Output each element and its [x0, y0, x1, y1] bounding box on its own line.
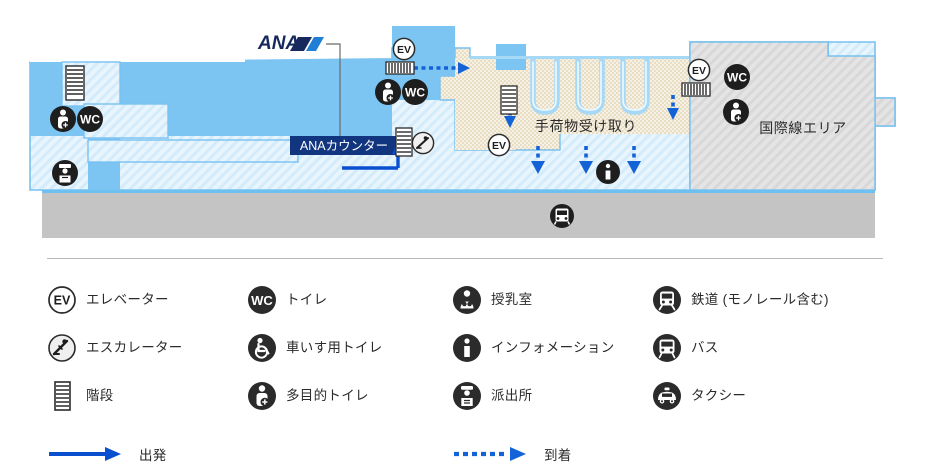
train-icon — [653, 286, 681, 314]
arrival-route-arrows — [414, 62, 679, 174]
escalator-icon — [48, 334, 76, 362]
baggage-claim-label: 手荷物受け取り — [535, 118, 637, 134]
dotted-arrow-icon — [454, 447, 526, 461]
check-in-counter-strip — [87, 139, 299, 163]
ana-counter-label: ANAカウンター — [290, 136, 398, 155]
legend-label: トイレ — [286, 292, 328, 308]
wheelchair-toilet-icon — [248, 334, 276, 362]
legend-label: 到着 — [544, 448, 572, 463]
escalator-icon — [411, 131, 435, 155]
legend-label: 多目的トイレ — [286, 388, 369, 404]
svg-text:EV: EV — [692, 65, 706, 77]
legend-item-arrival: 到着 — [452, 432, 652, 469]
wc-icon: WC — [724, 64, 750, 90]
bus-icon — [550, 204, 574, 228]
svg-text:WC: WC — [727, 71, 747, 85]
legend-item-taxi: タクシー — [652, 372, 895, 420]
map-background-cutout — [30, 22, 245, 62]
roadway-edge-line — [42, 190, 875, 193]
stairs-icon — [395, 127, 413, 157]
stairs-icon — [65, 65, 85, 101]
svg-text:EV: EV — [492, 140, 506, 152]
legend-item-wheelchair-toilet: 車いす用トイレ — [247, 324, 452, 372]
legend-item-toilet: WC トイレ — [247, 276, 452, 324]
legend-label: 鉄道 (モノレール含む) — [691, 292, 829, 308]
legend-label: タクシー — [691, 388, 747, 404]
ana-logo-leader-line — [326, 43, 341, 145]
svg-text:WC: WC — [405, 86, 425, 100]
legend-divider — [47, 258, 883, 259]
roadway-strip — [42, 192, 875, 238]
ana-logo: ANA — [257, 33, 324, 54]
legend-label: 授乳室 — [491, 292, 533, 308]
carousel-feed-line — [470, 56, 690, 59]
svg-text:WC: WC — [251, 293, 273, 308]
elevator-icon: EV — [392, 37, 416, 61]
escalator-stairs-icon — [681, 82, 711, 97]
legend-item-departure: 出発 — [47, 432, 247, 469]
bus-icon — [653, 334, 681, 362]
legend-item-information: インフォメーション — [452, 324, 652, 372]
elevator-icon: EV — [48, 286, 76, 314]
wc-icon: WC — [248, 286, 276, 314]
information-icon — [453, 334, 481, 362]
escalator-stairs-icon — [385, 61, 415, 75]
police-box-icon — [52, 160, 78, 186]
legend-label: 車いす用トイレ — [286, 340, 383, 356]
stairs-icon — [500, 85, 518, 115]
stairs-icon — [54, 381, 71, 411]
multipurpose-toilet-icon — [375, 79, 401, 105]
information-icon — [596, 160, 620, 184]
ana-counter-label-text: ANAカウンター — [300, 139, 388, 153]
legend-label: エレベーター — [86, 292, 169, 308]
legend-label: インフォメーション — [491, 340, 615, 356]
elevator-icon: EV — [687, 58, 711, 82]
taxi-icon — [653, 382, 681, 410]
legend-item-police-box: 派出所 — [452, 372, 652, 420]
legend-item-elevator: EV エレベーター — [47, 276, 247, 324]
legend-item-stairs: 階段 — [47, 372, 247, 420]
legend-label: バス — [691, 340, 719, 356]
legend-item-multipurpose-toilet: 多目的トイレ — [247, 372, 452, 420]
solid-arrow-icon — [49, 447, 121, 461]
multipurpose-toilet-icon — [248, 382, 276, 410]
legend-item-nursing-room: 授乳室 — [452, 276, 652, 324]
ana-logo-text: ANA — [257, 33, 299, 54]
legend-grid: EV エレベーター WC トイレ 授乳室 — [47, 276, 895, 420]
legend-item-escalator: エスカレーター — [47, 324, 247, 372]
legend-item-bus: バス — [652, 324, 895, 372]
legend-item-railway: 鉄道 (モノレール含む) — [652, 276, 895, 324]
baggage-carousel-highlights — [532, 61, 647, 111]
police-box-icon — [453, 382, 481, 410]
elevator-icon: EV — [487, 133, 511, 157]
legend-label: 出発 — [139, 448, 167, 463]
legend-label: 派出所 — [491, 388, 533, 404]
svg-text:EV: EV — [397, 44, 411, 56]
multipurpose-toilet-icon — [723, 99, 749, 125]
international-area-zone — [689, 41, 896, 191]
legend-label: エスカレーター — [86, 340, 183, 356]
svg-text:WC: WC — [80, 113, 100, 127]
nursing-room-icon — [453, 286, 481, 314]
map-legend: EV エレベーター WC トイレ 授乳室 — [47, 276, 895, 463]
legend-label: 階段 — [86, 388, 114, 404]
legend-arrow-row: 出発 到着 — [47, 432, 895, 469]
svg-text:EV: EV — [54, 294, 71, 308]
terminal-floor-map: ANA ANAカウンター 手荷物受け取り 国際線エリア — [29, 22, 896, 238]
international-area-label: 国際線エリア — [759, 120, 847, 136]
wc-icon: WC — [402, 79, 428, 105]
wc-icon: WC — [77, 106, 103, 132]
multipurpose-toilet-icon — [50, 106, 76, 132]
map-background-cutout-2 — [245, 22, 392, 44]
